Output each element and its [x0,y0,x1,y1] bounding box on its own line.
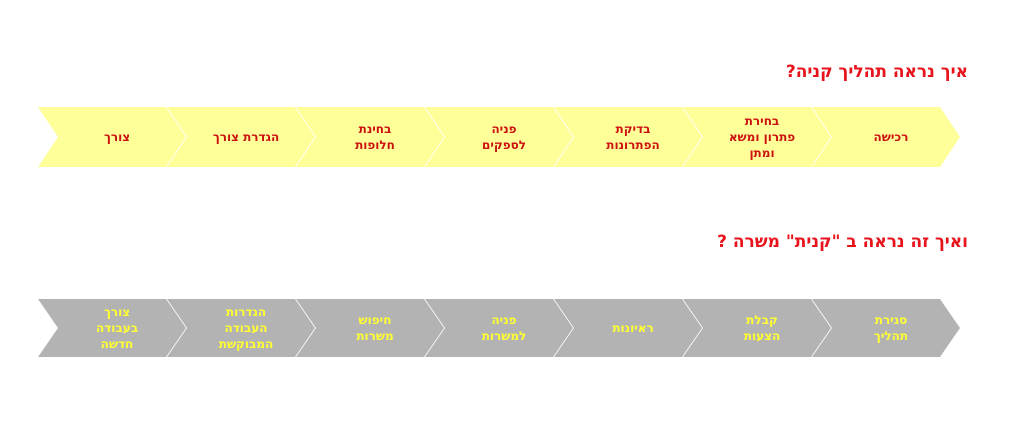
purchase-step-label: בדיקת הפתרונות [606,122,660,152]
job-search-step: סגירת תהליך [812,299,960,357]
job-search-chevron-shape [683,299,831,357]
purchase-step: בחינת חלופות [296,107,444,167]
purchase-step: בדיקת הפתרונות [554,107,702,167]
job-search-process-title: ואיך זה נראה ב "קנית" משרה ? [717,232,968,252]
purchase-step-label: צורך [103,130,131,144]
job-search-step-label: הגדרות העבודה המבוקשת [218,305,274,351]
purchase-step-label: רכישה [873,130,909,144]
purchase-step: פניה לספקים [425,107,573,167]
job-search-step-label: סגירת תהליך [873,313,909,343]
purchase-chevron-shape [296,107,444,167]
job-search-step: פניה למשרות [425,299,573,357]
purchase-chevron-shape [554,107,702,167]
job-search-chevron-shape [38,299,186,357]
job-search-step: קבלת הצעות [683,299,831,357]
purchase-step-label: הגדרת צורך [212,130,280,144]
job-search-step: ראיונות [554,299,702,357]
purchase-step: צורך [38,107,186,167]
job-search-step: צורך בעבודה חדשה [38,299,186,357]
purchase-chevron-shape [683,107,831,167]
purchase-process-title: איך נראה תהליך קניה? [785,62,968,82]
purchase-chevron-shape [167,107,315,167]
purchase-step-label: בחינת חלופות [355,122,395,152]
job-search-chevron-shape [425,299,573,357]
purchase-step-label: בחירת פתרון ומשא ומתן [728,114,796,160]
purchase-process-flow: רכישה בחירת פתרון ומשא ומתן בדיקת הפתרונות… [38,107,960,167]
purchase-step: רכישה [812,107,960,167]
job-search-process-flow: סגירת תהליך קבלת הצעות ראיונות פניה למשרות ח… [38,299,960,357]
purchase-chevron-shape [38,107,186,167]
purchase-step: הגדרת צורך [167,107,315,167]
purchase-step: בחירת פתרון ומשא ומתן [683,107,831,167]
job-search-step-label: חיפוש משרות [356,313,394,343]
job-search-chevron-shape [554,299,702,357]
job-search-step-label: ראיונות [612,321,654,335]
job-search-step: חיפוש משרות [296,299,444,357]
purchase-chevron-shape [425,107,573,167]
job-search-step-label: קבלת הצעות [743,313,781,343]
job-search-chevron-shape [167,299,315,357]
purchase-step-label: פניה לספקים [481,122,527,152]
job-search-step-label: צורך בעבודה חדשה [95,305,139,351]
job-search-step: הגדרות העבודה המבוקשת [167,299,315,357]
job-search-chevron-shape [812,299,960,357]
purchase-chevron-shape [812,107,960,167]
job-search-step-label: פניה למשרות [481,313,527,343]
job-search-chevron-shape [296,299,444,357]
